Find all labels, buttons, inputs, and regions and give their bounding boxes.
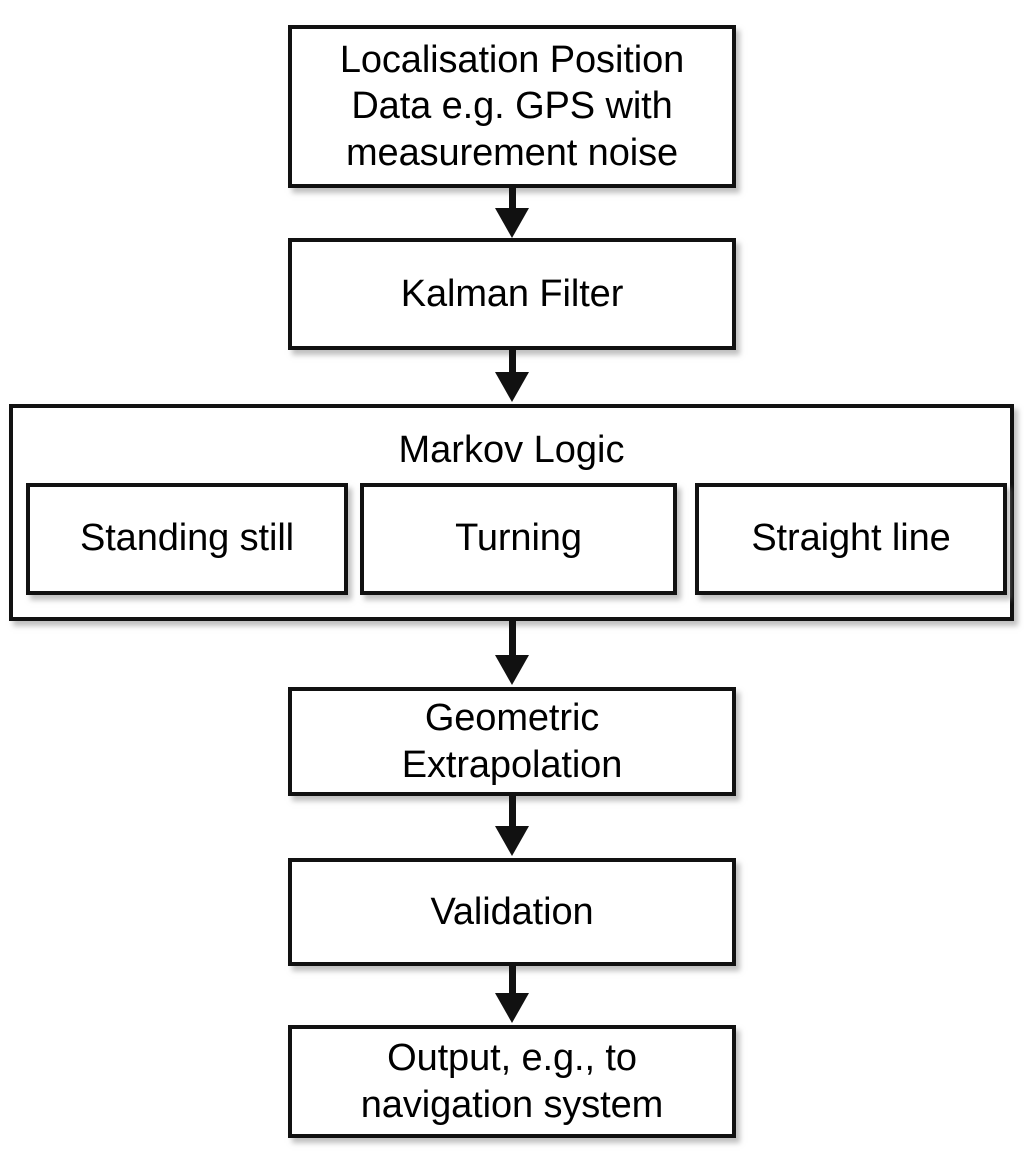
node-geometric-label: Geometric Extrapolation (401, 697, 623, 786)
node-kalman-filter: Kalman Filter (288, 238, 736, 350)
arrow-head-down-icon (495, 372, 529, 402)
arrow-head-down-icon (495, 655, 529, 685)
node-validation-label: Validation (430, 890, 594, 933)
node-standing-still: Standing still (26, 483, 348, 595)
arrow-head-down-icon (495, 993, 529, 1023)
arrow-shaft (509, 621, 516, 659)
node-output-label: Output, e.g., to navigation system (360, 1037, 664, 1126)
arrow-shaft (509, 796, 516, 830)
node-turning: Turning (360, 483, 677, 595)
arrow-markov-to-geometric (0, 621, 1024, 687)
node-geometric-extrapolation: Geometric Extrapolation (288, 687, 736, 796)
arrow-head-down-icon (495, 208, 529, 238)
node-kalman-label: Kalman Filter (400, 272, 624, 315)
arrow-shaft (509, 188, 516, 212)
node-straight-line-label: Straight line (751, 517, 951, 560)
node-turning-label: Turning (455, 517, 582, 560)
node-validation: Validation (288, 858, 736, 966)
node-markov-logic-group: Markov Logic Standing still Turning Stra… (9, 404, 1014, 621)
node-markov-logic-label: Markov Logic (398, 429, 625, 471)
node-output-navigation-system: Output, e.g., to navigation system (288, 1025, 736, 1138)
node-straight-line: Straight line (695, 483, 1007, 595)
arrow-localisation-to-kalman (0, 188, 1024, 238)
arrow-kalman-to-markov (0, 350, 1024, 404)
node-localisation-position-data: Localisation Position Data e.g. GPS with… (288, 25, 736, 188)
arrow-shaft (509, 350, 516, 376)
node-standing-still-label: Standing still (79, 517, 295, 560)
arrow-shaft (509, 966, 516, 997)
arrow-geometric-to-validation (0, 796, 1024, 858)
arrow-head-down-icon (495, 826, 529, 856)
node-localisation-label: Localisation Position Data e.g. GPS with… (339, 38, 685, 174)
arrow-validation-to-output (0, 966, 1024, 1025)
